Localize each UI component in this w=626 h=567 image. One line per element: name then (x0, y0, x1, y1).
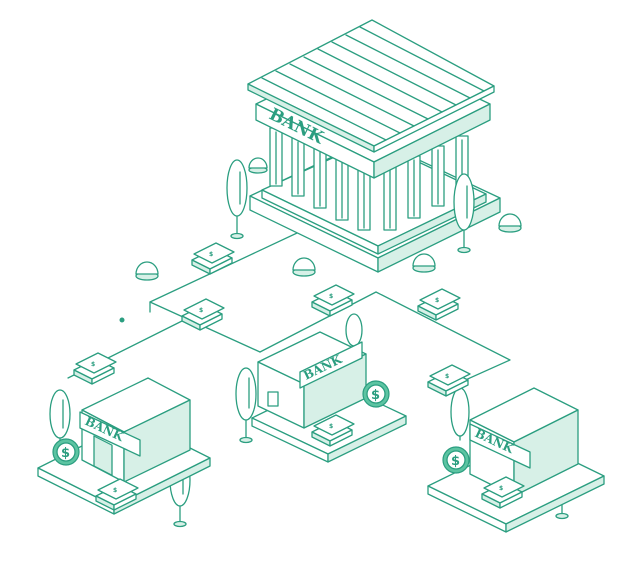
bill-symbol: $ (209, 251, 213, 258)
money-stacks: $ $ $ $ $ (73, 242, 471, 397)
bill-symbol: $ (199, 307, 203, 314)
branch-bank-center: BANK $ $ (251, 331, 407, 463)
bill-symbol: $ (91, 361, 95, 368)
branch-right-coin: $ (451, 454, 460, 469)
bill-symbol: $ (329, 293, 333, 300)
branch-center-coin: $ (371, 388, 380, 403)
branch-left-coin: $ (61, 446, 70, 461)
bill-symbol: $ (499, 485, 503, 492)
branch-bank-left: BANK $ $ (37, 377, 211, 515)
branch-bank-right: BANK $ $ (427, 387, 605, 533)
bill-symbol: $ (113, 487, 117, 494)
central-bank-building: BANK (247, 19, 501, 273)
bill-symbol: $ (435, 297, 439, 304)
bill-symbol: $ (445, 373, 449, 380)
bill-symbol: $ (329, 423, 333, 430)
bushes (135, 157, 522, 281)
central-bank-roof-lines (261, 26, 485, 141)
